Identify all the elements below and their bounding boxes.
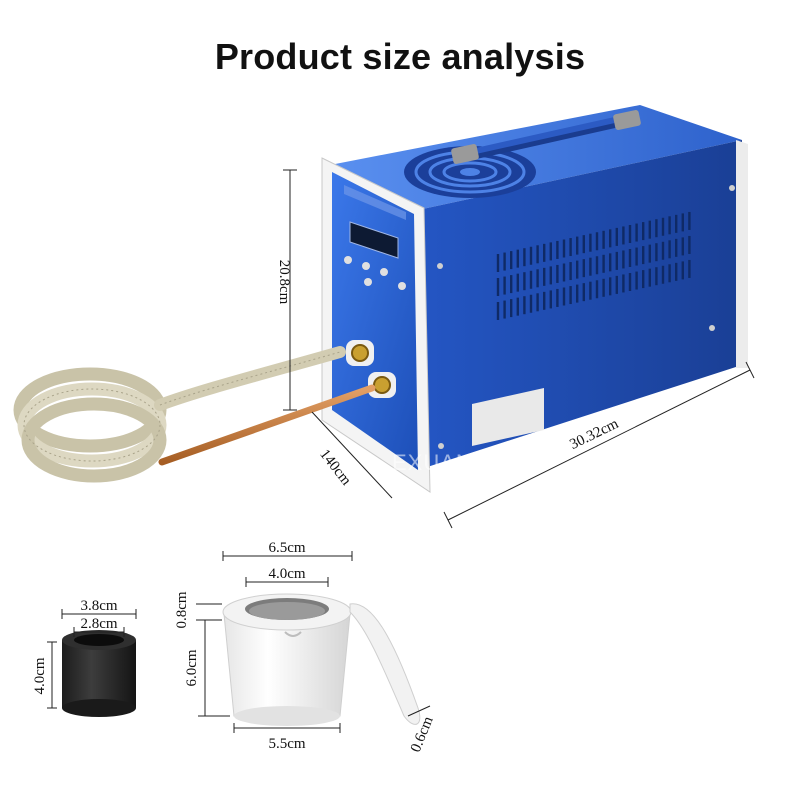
- white-crucible-top-outer-label: 6.5cm: [268, 540, 305, 556]
- black-crucible-inner-label: 2.8cm: [80, 616, 117, 632]
- machine-depth-label: 140cm: [316, 447, 354, 489]
- machine-height-label: 20.8cm: [276, 260, 292, 305]
- induction-heater-machine: [321, 105, 748, 493]
- white-crucible-bottom-label: 5.5cm: [268, 736, 305, 752]
- side-label-sticker: [472, 388, 544, 446]
- carry-handle: [451, 110, 641, 164]
- watermark-text: EXUAN: [392, 450, 473, 475]
- display-window: [349, 221, 399, 259]
- copper-pipe: [158, 384, 376, 466]
- machine-side-face: [418, 140, 742, 470]
- page-title: Product size analysis: [214, 36, 586, 77]
- black-crucible-height-label: 4.0cm: [32, 657, 48, 694]
- white-crucible-dimensions: 6.5cm 4.0cm 0.8cm 6.0cm 5.5cm: [174, 540, 353, 752]
- graphite-crucible: [62, 630, 136, 717]
- side-vents: [496, 211, 691, 320]
- crucible-lid: [349, 603, 421, 725]
- white-crucible-rim-label: 0.8cm: [174, 591, 190, 628]
- ceramic-crucible: [222, 593, 352, 726]
- output-connectors: [346, 340, 396, 398]
- induction-coil: [13, 346, 376, 483]
- black-crucible-dimensions: 3.8cm 2.8cm 4.0cm: [32, 598, 137, 709]
- machine-height-dimension: 20.8cm: [276, 169, 297, 411]
- black-crucible-outer-label: 3.8cm: [80, 598, 117, 614]
- control-knobs: [344, 256, 406, 290]
- white-crucible-top-inner-label: 4.0cm: [268, 566, 305, 582]
- white-crucible-height-label: 6.0cm: [184, 649, 200, 686]
- machine-rear-frame: [736, 140, 748, 368]
